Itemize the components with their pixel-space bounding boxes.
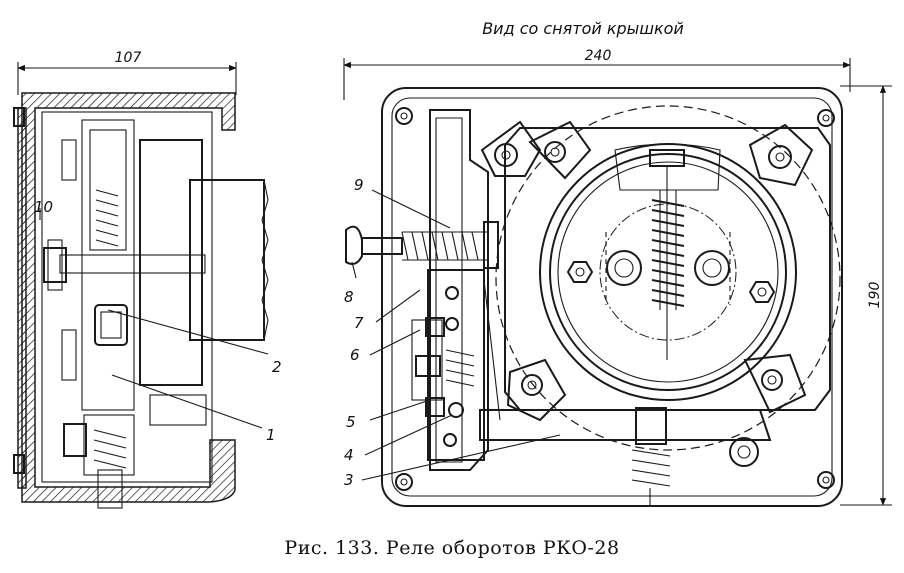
figure-caption: Рис. 133. Реле оборотов РКО-28	[284, 537, 620, 559]
flange-lugs	[480, 120, 814, 422]
rotor-hole-right	[694, 250, 730, 286]
callout-5: 5	[346, 413, 356, 431]
shaft	[59, 254, 206, 274]
upper-spring	[95, 189, 119, 247]
inner-frame	[41, 111, 213, 483]
shaft-boss	[189, 179, 265, 341]
lower-right-boss	[729, 437, 759, 467]
front-view	[345, 87, 843, 507]
callout-7: 7	[354, 314, 364, 332]
push-rod	[345, 221, 499, 269]
shaft-nut	[43, 247, 67, 283]
cover-screw-bottom	[13, 454, 25, 474]
callout-4: 4	[344, 446, 354, 464]
rotor-bridge	[614, 143, 721, 191]
armature-window	[94, 304, 128, 346]
cover-screw-top	[13, 107, 25, 127]
dimension-front-height: 190	[840, 85, 892, 506]
stud-left	[566, 261, 594, 283]
callout-8: 8	[344, 288, 354, 306]
lower-spring-block	[83, 414, 135, 476]
callout-1: 1	[266, 426, 276, 444]
lower-bar	[479, 409, 772, 441]
side-leaders	[39, 208, 269, 429]
front-leaders	[351, 189, 561, 481]
callout-3: 3	[344, 471, 354, 489]
lower-spring	[631, 407, 671, 506]
contact-plate	[81, 119, 135, 411]
rotor-hole-left	[606, 250, 642, 286]
rotor-spring	[649, 149, 685, 360]
base-outline	[381, 87, 843, 507]
drum-outline-dashed	[495, 105, 841, 451]
corner-holes	[395, 107, 835, 491]
callout-6: 6	[350, 346, 360, 364]
side-section-view	[13, 92, 269, 509]
housing-section	[21, 92, 236, 503]
flange-plate	[504, 127, 831, 411]
dim-190-label: 190	[867, 282, 883, 309]
view-title: Вид со снятой крышкой	[482, 19, 684, 38]
drum-housing	[139, 139, 203, 386]
stud-right	[748, 281, 776, 303]
dim-240-label: 240	[585, 48, 612, 64]
dimension-front-width: 240	[343, 48, 851, 100]
contact-assembly	[411, 269, 501, 461]
drum-inner-ring	[549, 153, 787, 391]
callout-2: 2	[272, 358, 282, 376]
callout-10: 10	[34, 198, 53, 216]
callout-9: 9	[354, 176, 364, 194]
dim-107-label: 107	[115, 50, 142, 66]
dimension-side-width: 107	[17, 50, 237, 95]
